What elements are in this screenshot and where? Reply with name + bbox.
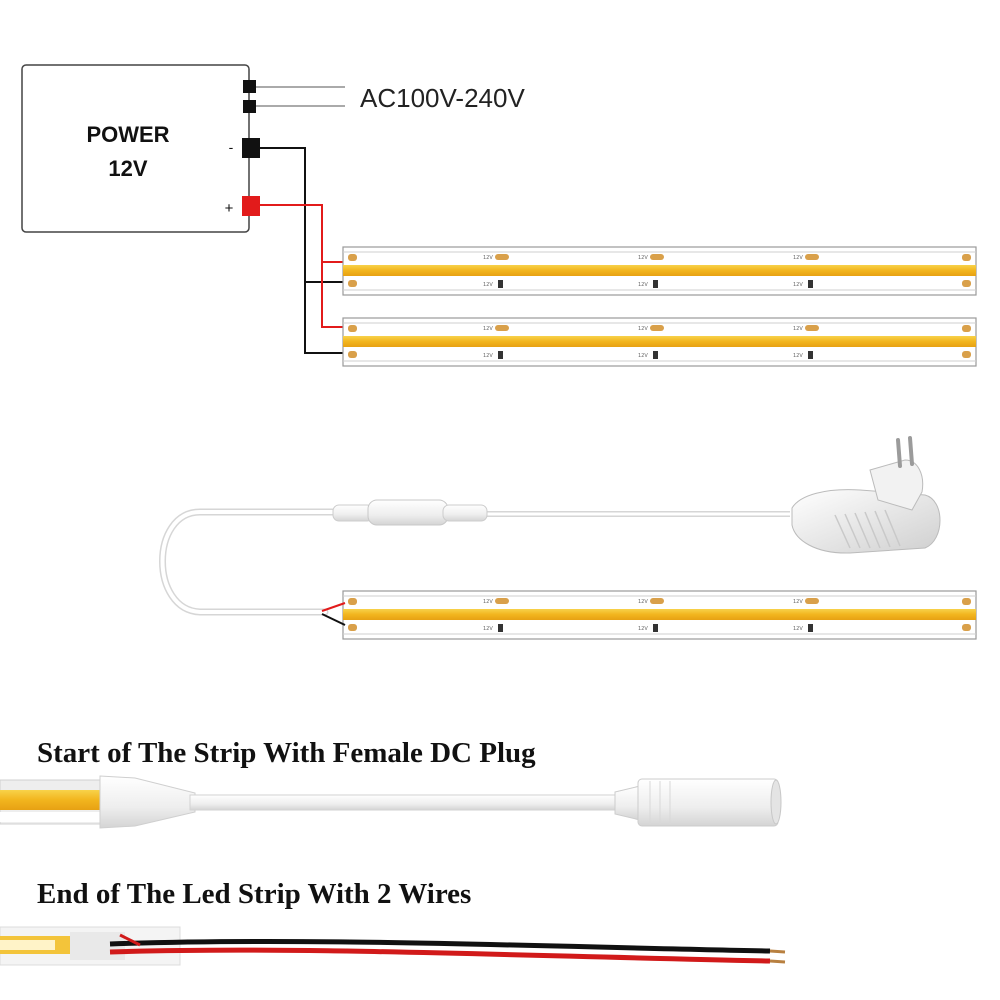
power-title: POWER <box>86 122 169 147</box>
dc-power-cable <box>159 508 790 616</box>
negative-wire <box>260 147 345 354</box>
strip-end-two-wires <box>0 926 786 966</box>
inline-dc-connector <box>332 499 488 526</box>
pad-label: 12V <box>638 326 648 332</box>
pad-label: 12V <box>638 626 648 632</box>
strip-3-lead-wires <box>321 602 346 626</box>
pad-label: 12V <box>483 282 493 288</box>
pad-label: 12V <box>483 255 493 261</box>
plus-terminal-symbol: + <box>225 200 234 217</box>
pad-label: 12V <box>793 255 803 261</box>
strip-start-female-dc-plug <box>0 775 782 829</box>
led-strip-2: 12V 12V 12V 12V 12V 12V <box>342 317 977 367</box>
pad-label: 12V <box>793 353 803 359</box>
ac-terminal-2 <box>243 100 256 113</box>
negative-terminal <box>242 138 260 158</box>
led-strip-3: 12V 12V 12V 12V 12V 12V <box>342 590 977 640</box>
pad-label: 12V <box>483 626 493 632</box>
led-strip-1: 12V 12V 12V 12V 12V 12V <box>342 246 977 296</box>
positive-terminal <box>242 196 260 216</box>
pad-label: 12V <box>793 326 803 332</box>
pad-label: 12V <box>638 255 648 261</box>
pad-label: 12V <box>638 353 648 359</box>
minus-terminal-symbol: - <box>229 139 234 155</box>
power-voltage: 12V <box>108 156 147 181</box>
pad-label: 12V <box>483 353 493 359</box>
pad-label: 12V <box>483 326 493 332</box>
pad-label: 12V <box>638 282 648 288</box>
pad-label: 12V <box>793 282 803 288</box>
cob-led-line <box>343 609 976 620</box>
pad-label: 12V <box>793 626 803 632</box>
power-adapter-icon <box>791 436 941 554</box>
pad-label: 12V <box>638 599 648 605</box>
positive-wire <box>260 204 345 328</box>
caption-end-of-strip: End of The Led Strip With 2 Wires <box>37 878 471 910</box>
ac-input-wires <box>256 86 345 107</box>
cob-led-line <box>343 336 976 347</box>
cob-led-line <box>343 265 976 276</box>
ac-terminal-1 <box>243 80 256 93</box>
ac-input-label: AC100V-240V <box>360 83 525 113</box>
pad-label: 12V <box>483 599 493 605</box>
power-supply-box: POWER 12V - + <box>21 64 260 233</box>
pad-label: 12V <box>793 599 803 605</box>
caption-start-of-strip: Start of The Strip With Female DC Plug <box>37 737 536 769</box>
